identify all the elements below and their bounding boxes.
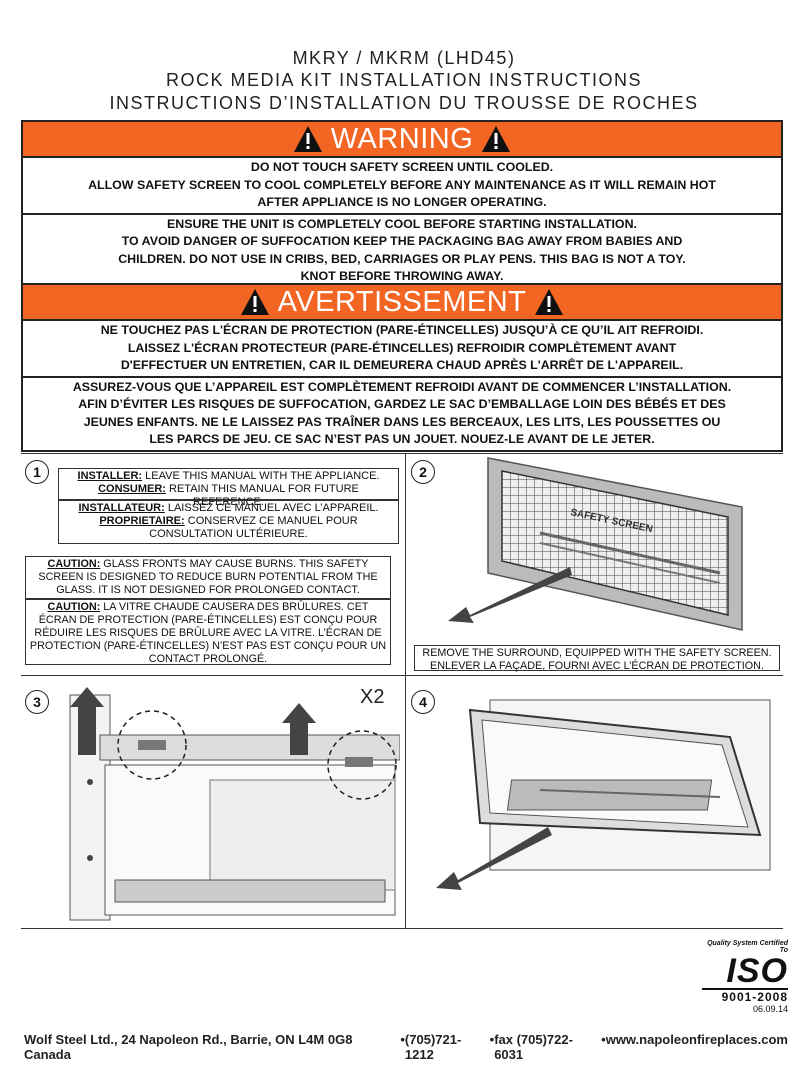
remove-surround-caption: REMOVE THE SURROUND, EQUIPPED WITH THE S… bbox=[414, 645, 780, 672]
footer-company: Wolf Steel Ltd., 24 Napoleon Rd., Barrie… bbox=[24, 1032, 353, 1062]
proprietaire-note: PROPRIETAIRE: CONSERVEZ CE MANUEL POUR C… bbox=[99, 515, 358, 540]
grid-line-vertical bbox=[405, 453, 406, 928]
doc-date: 06.09.14 bbox=[752, 1004, 788, 1014]
footer-address-bar: Wolf Steel Ltd., 24 Napoleon Rd., Barrie… bbox=[24, 1032, 788, 1062]
grid-line-top bbox=[21, 453, 783, 454]
warning-line: JEUNES ENFANTS. NE LE LAISSEZ PAS TRAÎNE… bbox=[83, 414, 721, 429]
step-4-badge: 4 bbox=[411, 690, 435, 714]
remove-fr-text: ENLEVER LA FAÇADE, FOURNI AVEC L’ÉCRAN D… bbox=[430, 660, 764, 672]
warning-line: LES PARCS DE JEU. CE SAC N’EST PAS UN JO… bbox=[149, 432, 655, 446]
avertissement-title: AVERTISSEMENT bbox=[277, 285, 527, 318]
footer-website: www.napoleonfireplaces.com bbox=[605, 1032, 788, 1047]
step-4-illustration bbox=[436, 699, 771, 890]
warning-triangle-icon bbox=[293, 126, 322, 152]
installer-note: INSTALLER: LEAVE THIS MANUAL WITH THE AP… bbox=[77, 470, 380, 482]
warning-line: AFTER APPLIANCE IS NO LONGER OPERATING. bbox=[257, 195, 547, 209]
quantity-x2: X2 bbox=[360, 686, 385, 708]
doc-title-model: MKRY / MKRM (LHD45) bbox=[292, 48, 516, 68]
warning-fr-section-2: ASSUREZ-VOUS QUE L’APPAREIL EST COMPLÈTE… bbox=[23, 375, 781, 450]
caution-en-box: CAUTION: GLASS FRONTS MAY CAUSE BURNS. T… bbox=[25, 556, 391, 599]
iso-certification: Quality System Certified To ISO 9001-200… bbox=[702, 940, 788, 1014]
step-3-badge: 3 bbox=[25, 690, 49, 714]
doc-title-fr: INSTRUCTIONS D’INSTALLATION DU TROUSSE D… bbox=[109, 93, 699, 113]
warning-triangle-icon bbox=[535, 289, 564, 315]
warning-bar-fr: AVERTISSEMENT bbox=[23, 285, 781, 321]
warning-box-fr: AVERTISSEMENT NE TOUCHEZ PAS L'ÉCRAN DE … bbox=[21, 283, 783, 452]
warning-line: DO NOT TOUCH SAFETY SCREEN UNTIL COOLED. bbox=[250, 160, 554, 174]
installateur-note: INSTALLATEUR: LAISSEZ CE MANUEL AVEC L’A… bbox=[78, 502, 379, 514]
warning-line: D'EFFECTUER UN ENTRETIEN, CAR IL DEMEURE… bbox=[120, 358, 684, 372]
step-1-badge: 1 bbox=[25, 460, 49, 484]
warning-line: TO AVOID DANGER OF SUFFOCATION KEEP THE … bbox=[121, 234, 683, 248]
step-2-illustration: SAFETY SCREEN bbox=[448, 457, 743, 631]
iso-tagline: Quality System Certified To bbox=[707, 940, 788, 954]
warning-triangle-icon bbox=[482, 126, 511, 152]
caution-fr-box: CAUTION: LA VITRE CHAUDE CAUSERA DES BRÛ… bbox=[25, 599, 391, 665]
step-2-badge: 2 bbox=[411, 460, 435, 484]
warning-en-section-2: ENSURE THE UNIT IS COMPLETELY COOL BEFOR… bbox=[23, 212, 781, 287]
footer-phone: (705)721-1212 bbox=[404, 1032, 462, 1062]
footer-bullet: • bbox=[489, 1032, 495, 1047]
notice-fr-box: INSTALLATEUR: LAISSEZ CE MANUEL AVEC L’A… bbox=[58, 500, 399, 544]
warning-fr-section-1: NE TOUCHEZ PAS L'ÉCRAN DE PROTECTION (PA… bbox=[23, 321, 781, 376]
warning-line: LAISSEZ L'ÉCRAN PROTECTEUR (PARE-ÉTINCEL… bbox=[127, 340, 677, 355]
iso-number: 9001-2008 bbox=[702, 988, 788, 1004]
grid-line-bottom bbox=[21, 928, 783, 929]
footer-bullet: • bbox=[400, 1032, 405, 1047]
iso-logo: ISO bbox=[726, 952, 788, 990]
step-3-illustration bbox=[69, 687, 400, 921]
consumer-note: CONSUMER: RETAIN THIS MANUAL FOR FUTURE … bbox=[98, 483, 359, 508]
warning-title: WARNING bbox=[330, 122, 474, 155]
footer-bullet: • bbox=[601, 1032, 606, 1047]
warning-line: ASSUREZ-VOUS QUE L’APPAREIL EST COMPLÈTE… bbox=[72, 379, 732, 394]
notice-en-box: INSTALLER: LEAVE THIS MANUAL WITH THE AP… bbox=[58, 468, 399, 508]
warning-box-en: WARNING DO NOT TOUCH SAFETY SCREEN UNTIL… bbox=[21, 120, 783, 289]
warning-line: AFIN D’ÉVITER LES RISQUES DE SUFFOCATION… bbox=[78, 397, 726, 411]
warning-line: NE TOUCHEZ PAS L'ÉCRAN DE PROTECTION (PA… bbox=[100, 323, 704, 337]
warning-line: ALLOW SAFETY SCREEN TO COOL COMPLETELY B… bbox=[88, 177, 716, 192]
remove-en-text: REMOVE THE SURROUND, EQUIPPED WITH THE S… bbox=[422, 647, 772, 659]
footer-fax: fax (705)722-6031 bbox=[494, 1032, 573, 1062]
grid-line-middle bbox=[21, 675, 783, 676]
warning-line: CHILDREN. DO NOT USE IN CRIBS, BED, CARR… bbox=[118, 251, 686, 266]
warning-bar-en: WARNING bbox=[23, 122, 781, 158]
warning-triangle-icon bbox=[240, 289, 269, 315]
warning-en-section-1: DO NOT TOUCH SAFETY SCREEN UNTIL COOLED.… bbox=[23, 158, 781, 213]
warning-line: ENSURE THE UNIT IS COMPLETELY COOL BEFOR… bbox=[167, 216, 637, 231]
doc-title-en: ROCK MEDIA KIT INSTALLATION INSTRUCTIONS bbox=[165, 70, 643, 90]
warning-line: KNOT BEFORE THROWING AWAY. bbox=[300, 269, 504, 283]
